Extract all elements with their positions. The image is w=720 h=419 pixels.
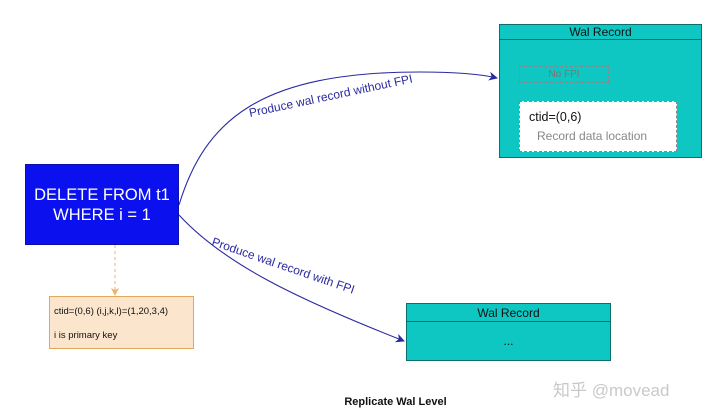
no-fpi-placeholder: No FPI <box>519 66 609 83</box>
wal-record-header: Wal Record <box>407 304 610 322</box>
wal-record-with-fpi: Wal Record ... <box>406 303 611 361</box>
diagram-caption: Replicate Wal Level <box>344 396 447 408</box>
watermark: 知乎 @movead <box>553 381 670 400</box>
wal-record-header: Wal Record <box>500 25 701 40</box>
arrow-with-fpi <box>178 214 405 342</box>
delete-statement-box: DELETE FROM t1 WHERE i = 1 <box>25 164 179 245</box>
record-ctid: ctid=(0,6) <box>529 110 582 124</box>
wal-record-body: ... <box>503 334 514 348</box>
statement-line-2: WHERE i = 1 <box>53 205 151 224</box>
wal-record-without-fpi: Wal Record No FPI ctid=(0,6) Record data… <box>499 24 702 158</box>
edge-label-with-fpi: Produce wal record with FPI <box>210 235 356 297</box>
record-data-box: ctid=(0,6) Record data location <box>519 101 677 152</box>
note-primary-key: i is primary key <box>54 330 118 341</box>
statement-line-1: DELETE FROM t1 <box>34 185 170 204</box>
record-data-location: Record data location <box>537 129 648 143</box>
row-info-note: ctid=(0,6) (i,j,k,l)=(1,20,3,4) i is pri… <box>49 296 194 349</box>
note-ctid-values: ctid=(0,6) (i,j,k,l)=(1,20,3,4) <box>54 306 169 317</box>
